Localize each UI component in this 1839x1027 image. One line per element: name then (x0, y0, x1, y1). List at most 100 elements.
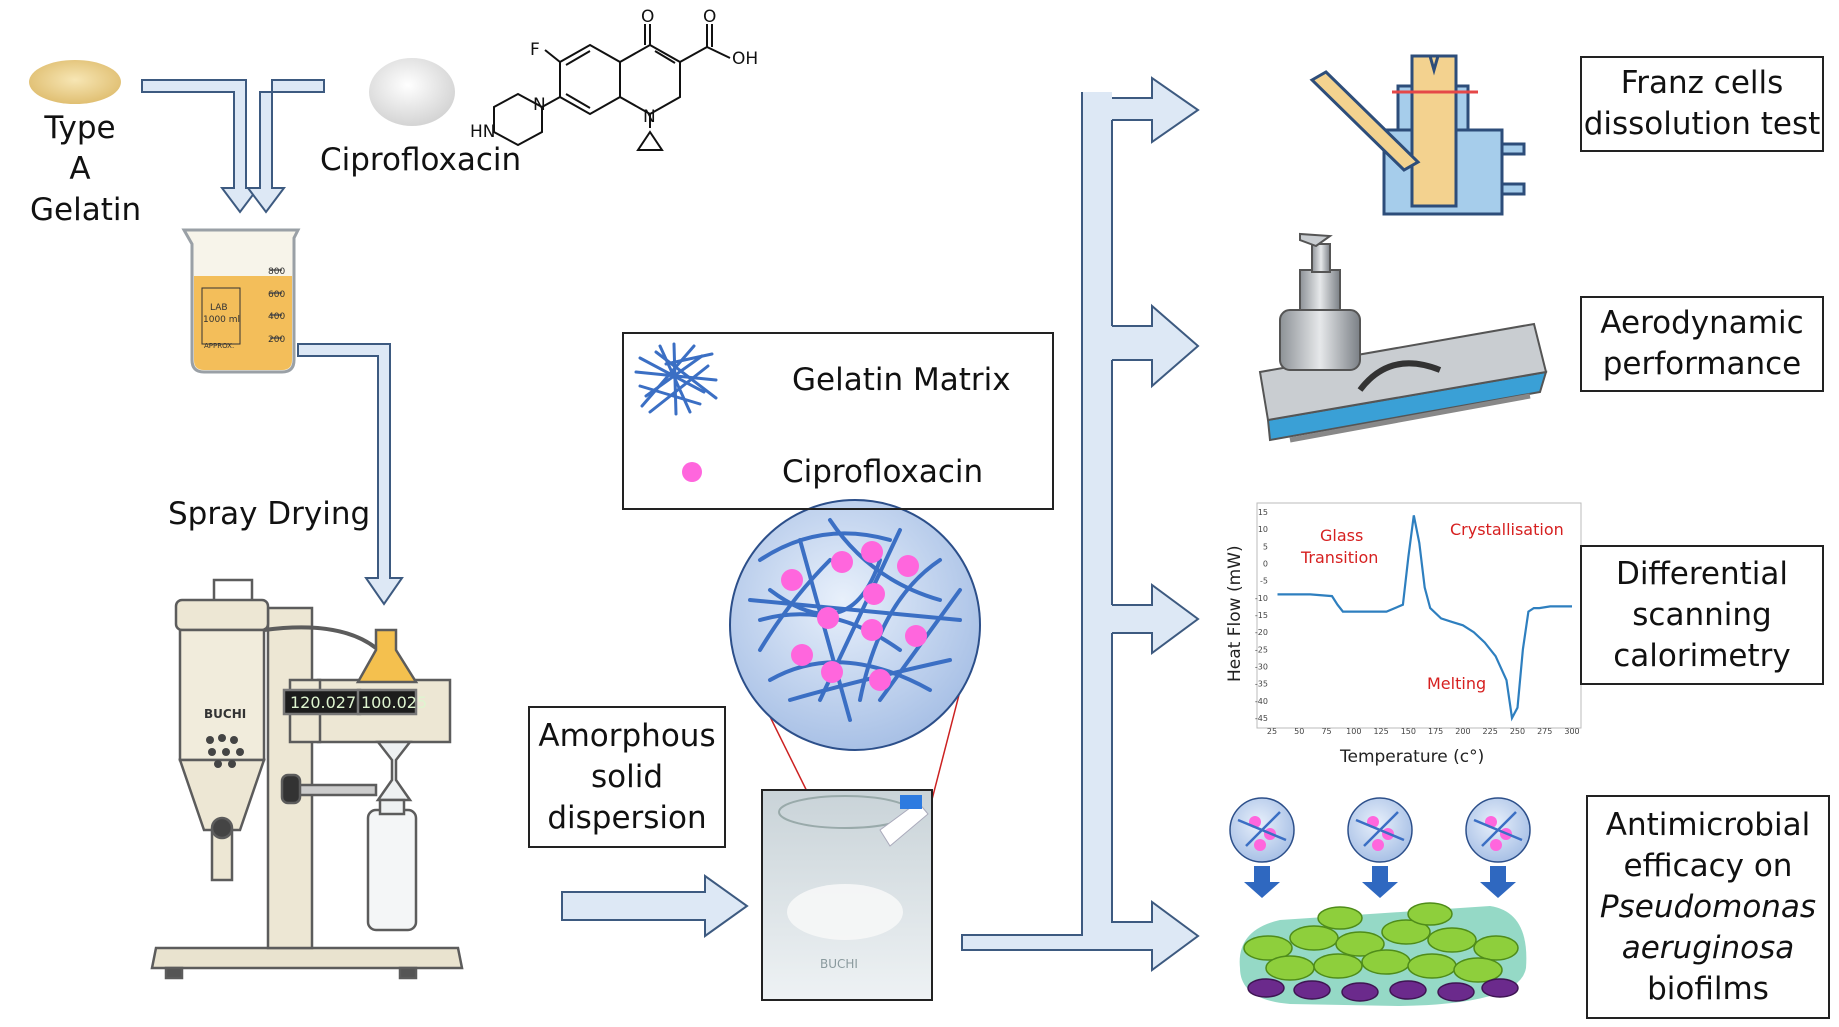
beaker-grad-200: 200 (268, 335, 285, 345)
dsc-ytick-label: -15 (1255, 611, 1268, 620)
anti-line2: efficacy on (1623, 847, 1793, 884)
aero-line2: performance (1602, 346, 1802, 382)
gelatin-label: Type A Gelatin (30, 108, 141, 231)
dsc-ytick-label: -20 (1255, 628, 1268, 637)
dsc-xtick-label: 75 (1321, 727, 1331, 736)
dsc-ytick-label: -35 (1255, 680, 1268, 689)
legend-matrix-icon (634, 342, 718, 416)
microsphere-2 (1347, 797, 1413, 898)
franz-test-box: Franz cells dissolution test (1580, 56, 1824, 152)
dryer-vent-dots (206, 734, 244, 768)
ciprofloxacin-powder (369, 58, 455, 126)
process-arrows (141, 76, 1200, 972)
spray-drying-label: Spray Drying (168, 496, 371, 532)
anti-line5: biofilms (1647, 970, 1769, 1007)
franz-cell (1309, 54, 1526, 216)
dsc-ytick-label: 15 (1258, 508, 1268, 517)
dsc-xtick-label: 25 (1267, 727, 1277, 736)
atom-o-keto: O (641, 7, 654, 27)
ciprofloxacin-structure (493, 24, 731, 151)
atom-o-acid: O (703, 7, 716, 27)
legend-box: Gelatin Matrix Ciprofloxacin (622, 332, 1054, 510)
dsc-ytick-label: 0 (1263, 560, 1268, 569)
dsc-xtick-label: 275 (1537, 727, 1552, 736)
dsc-xlabel: Temperature (c°) (1339, 747, 1484, 767)
dsc-ytick-label: 5 (1263, 542, 1268, 551)
dsc-xtick-label: 225 (1483, 727, 1498, 736)
beaker-grad-400: 400 (268, 312, 285, 322)
bacteria-purple (1247, 978, 1519, 1002)
dryer-display-1: 120.027 (290, 693, 356, 712)
franz-line2: dissolution test (1583, 106, 1821, 142)
beaker (181, 228, 301, 374)
dryer-brand: BUCHI (204, 707, 246, 721)
antimicrobial-test-box: Antimicrobial efficacy on Pseudomonas ae… (1586, 795, 1830, 1019)
dsc-xtick-label: 200 (1455, 727, 1470, 736)
anti-line3: Pseudomonas (1599, 888, 1817, 925)
dsc-xtick-label: 100 (1346, 727, 1361, 736)
bacteria-green (1243, 902, 1519, 983)
dsc-ytick-label: -25 (1255, 645, 1268, 654)
dsc-annot-melt: Melting (1427, 674, 1486, 693)
microsphere-1 (1229, 797, 1295, 898)
dsc-ytick-label: -5 (1260, 577, 1268, 586)
dsc-annot-glass-1: Glass (1320, 526, 1363, 545)
dsc-ytick-label: -10 (1255, 594, 1268, 603)
dsc-line3: calorimetry (1613, 637, 1791, 674)
dispersion-zoom (729, 499, 981, 851)
legend-drug-dot (682, 462, 702, 482)
beaker-grad-600: 600 (268, 290, 285, 300)
dsc-series-line (1277, 515, 1572, 722)
product-line1: Amorphous (538, 717, 716, 754)
franz-line1: Franz cells (1620, 65, 1784, 101)
aero-test-box: Aerodynamic performance (1580, 296, 1824, 392)
dsc-xtick-label: 300 (1564, 727, 1579, 736)
gelatin-label-line2: Gelatin (30, 192, 142, 228)
dsc-xtick-label: 150 (1401, 727, 1416, 736)
beaker-brand: LAB (210, 303, 228, 313)
dsc-xtick-label: 250 (1510, 727, 1525, 736)
arrow-branch (961, 76, 1200, 972)
dsc-test-box: Differential scanning calorimetry (1580, 545, 1824, 685)
dsc-ytick-label: -45 (1255, 714, 1268, 723)
beaker-grad-800: 800 (268, 267, 285, 277)
dsc-ylabel: Heat Flow (mW) (1225, 545, 1245, 682)
anti-line4: aeruginosa (1621, 929, 1795, 966)
arrow-beaker-to-dryer (297, 343, 404, 606)
dsc-ytick-label: 10 (1258, 525, 1268, 534)
product-label-box: Amorphous solid dispersion (528, 706, 726, 848)
product-line2: solid (590, 758, 664, 795)
anti-line1: Antimicrobial (1605, 806, 1811, 843)
jar-brand: BUCHI (820, 957, 858, 971)
atom-f: F (530, 40, 540, 60)
atom-n-ring: N (643, 107, 656, 127)
dsc-xtick-label: 175 (1428, 727, 1443, 736)
dsc-xtick-label: 50 (1294, 727, 1304, 736)
beaker-approx: APPROX. (204, 342, 234, 350)
atom-n-pip: N (533, 95, 546, 115)
dsc-ytick-label: -30 (1255, 663, 1268, 672)
legend-drug-label: Ciprofloxacin (782, 454, 984, 490)
arrow-dryer-to-product (561, 874, 749, 938)
arrow-gelatin-to-beaker (141, 79, 260, 214)
microsphere-3 (1465, 797, 1531, 898)
gelatin-label-line1: Type A (44, 110, 116, 187)
spray-dryer (150, 578, 464, 980)
dsc-line1: Differential (1615, 555, 1789, 592)
dsc-ytick-label: -40 (1255, 697, 1268, 706)
aero-line1: Aerodynamic (1600, 305, 1804, 341)
dsc-xtick-label: 125 (1373, 727, 1388, 736)
arrow-drug-to-beaker (246, 79, 325, 214)
ciprofloxacin-label: Ciprofloxacin (320, 142, 522, 178)
biofilm-panel (1229, 797, 1531, 1006)
atom-hn: HN (470, 122, 496, 142)
dryer-display-2: 100.025 (361, 693, 427, 712)
dsc-annot-cryst: Crystallisation (1450, 520, 1564, 539)
product-jar: BUCHI (761, 789, 933, 1001)
impactor (1258, 232, 1548, 443)
product-line3: dispersion (547, 799, 707, 836)
legend-matrix-label: Gelatin Matrix (792, 362, 1011, 398)
atom-oh: OH (732, 49, 758, 69)
